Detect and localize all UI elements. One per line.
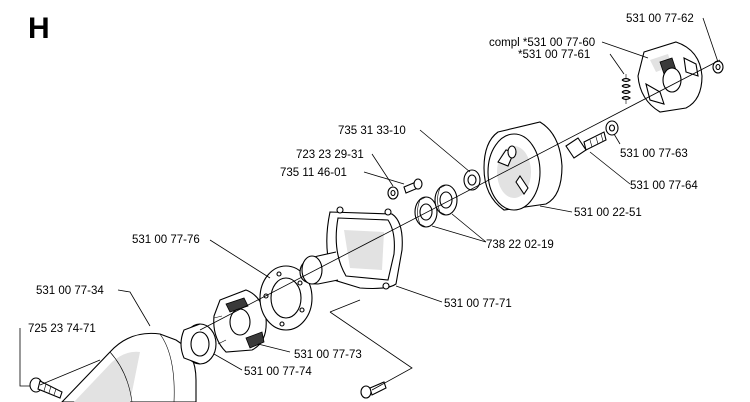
- washer-top-part: [712, 60, 724, 74]
- label-clutch-complete-top: 531 00 77-62: [626, 13, 694, 25]
- damper-ring-part: [259, 265, 313, 331]
- bearing-left-part: [414, 196, 438, 228]
- label-screw-small: 735 11 46-01: [280, 167, 347, 179]
- label-shaft-housing-cover: 531 00 77-34: [36, 285, 104, 297]
- label-thrust-washer: 735 31 33-10: [338, 125, 406, 137]
- label-bearings: 738 22 02-19: [486, 239, 554, 251]
- label-clutch-spring: *531 00 77-61: [518, 49, 590, 61]
- clutch-spring-part: [621, 74, 631, 104]
- thrust-washer-part: [463, 169, 481, 191]
- label-bushing: 531 00 77-74: [244, 366, 312, 378]
- label-washer-small: 723 23 29-31: [296, 149, 364, 161]
- assembly-axis-lines: [39, 59, 721, 391]
- clutch-drum-part: [483, 121, 563, 211]
- shoulder-bolt-part: [565, 131, 607, 159]
- clutch-housing-part: [299, 206, 403, 290]
- label-clutch-complete: compl *531 00 77-60: [489, 37, 595, 49]
- clutch-assembly-part: [637, 41, 703, 113]
- label-clutch-drum: 531 00 22-51: [574, 207, 642, 219]
- label-screw-left: 725 23 74-71: [28, 323, 96, 335]
- label-damper-ring: 531 00 77-76: [132, 234, 200, 246]
- bushing-part: [180, 323, 217, 365]
- shaft-housing-cover-part: [61, 332, 197, 402]
- washer-small-part: [387, 186, 399, 200]
- label-shoulder-bolt: 531 00 77-64: [630, 180, 698, 192]
- screw-left-part: [29, 377, 63, 399]
- washer-right-part: [605, 120, 619, 136]
- leader-lines: [19, 17, 719, 387]
- label-clutch-housing: 531 00 77-71: [444, 298, 512, 310]
- bearing-right-part: [434, 184, 458, 216]
- coupling-part: [213, 289, 267, 353]
- screw-bottom-part: [360, 381, 387, 399]
- label-washer-right: 531 00 77-63: [620, 148, 688, 160]
- section-letter: H: [28, 12, 50, 45]
- label-coupling: 531 00 77-73: [294, 349, 362, 361]
- screw-small-part: [403, 178, 423, 194]
